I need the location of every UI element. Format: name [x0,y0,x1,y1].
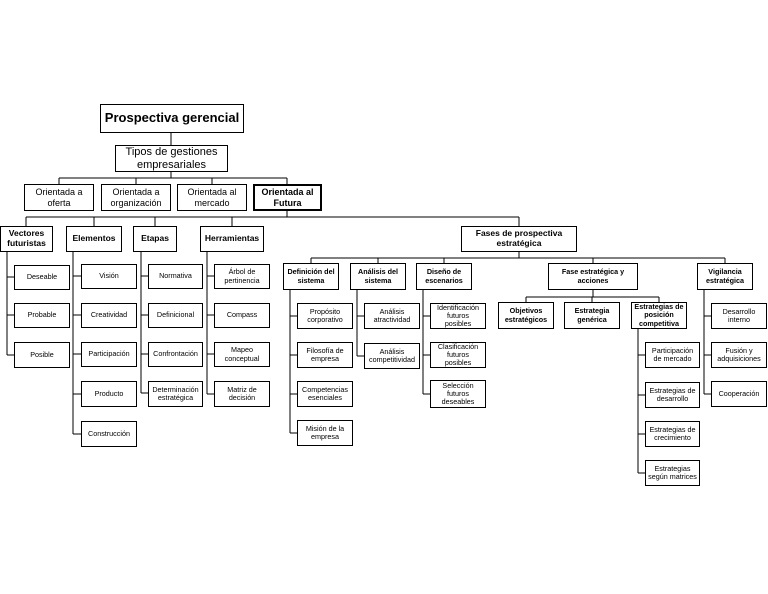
node-filosofia-empresa: Filosofía de empresa [297,342,353,368]
node-analisis-competitividad: Análisis competitividad [364,343,420,369]
node-identificacion-futuros: Identificación futuros posibles [430,303,486,329]
node-herramientas: Herramientas [200,226,264,252]
node-competencias-esenciales: Competencias esenciales [297,381,353,407]
node-estrategias-posicion: Estrategias de posición competitiva [631,302,687,329]
node-estrategias-crecimiento: Estrategias de crecimiento [645,421,700,447]
node-matriz-decision: Matriz de decisión [214,381,270,407]
node-orientada-organizacion: Orientada a organización [101,184,171,211]
node-fusion-adquisiciones: Fusión y adquisiciones [711,342,767,368]
node-mision-empresa: Misión de la empresa [297,420,353,446]
node-objetivos-estrategicos: Objetivos estratégicos [498,302,554,329]
node-desarrollo-interno: Desarrollo interno [711,303,767,329]
node-posible: Posible [14,342,70,368]
node-diseno-escenarios: Diseño de escenarios [416,263,472,290]
node-analisis-atractividad: Análisis atractividad [364,303,420,329]
node-vigilancia-estrategica: Vigilancia estratégica [697,263,753,290]
node-sub-root: Tipos de gestiones empresariales [115,145,228,172]
node-deseable: Deseable [14,265,70,290]
node-participacion: Participación [81,342,137,367]
node-compass: Compass [214,303,270,328]
node-definicional: Definicional [148,303,203,328]
node-vectores-futuristas: Vectores futuristas [0,226,53,252]
node-seleccion-futuros: Selección futuros deseables [430,380,486,408]
node-orientada-mercado: Orientada al mercado [177,184,247,211]
node-confrontacion: Confrontación [148,342,203,367]
node-elementos: Elementos [66,226,122,252]
node-estrategias-matrices: Estrategias según matrices [645,460,700,486]
node-analisis-sistema: Análisis del sistema [350,263,406,290]
node-definicion-sistema: Definición del sistema [283,263,339,290]
node-construccion: Construcción [81,421,137,447]
node-producto: Producto [81,381,137,407]
node-mapeo-conceptual: Mapeo conceptual [214,342,270,367]
node-estrategias-desarrollo: Estrategias de desarrollo [645,382,700,408]
node-normativa: Normativa [148,264,203,289]
node-cooperacion: Cooperación [711,381,767,407]
node-root: Prospectiva gerencial [100,104,244,133]
node-arbol-pertinencia: Árbol de pertinencia [214,264,270,289]
node-orientada-futura: Orientada al Futura [253,184,322,211]
node-participacion-mercado: Participación de mercado [645,342,700,368]
node-proposito-corporativo: Propósito corporativo [297,303,353,329]
node-fases-prospectiva: Fases de prospectiva estratégica [461,226,577,252]
node-creatividad: Creatividad [81,303,137,328]
node-clasificacion-futuros: Clasificación futuros posibles [430,342,486,368]
node-determinacion-estrategica: Determinación estratégica [148,381,203,407]
node-fase-estrategica: Fase estratégica y acciones [548,263,638,290]
node-probable: Probable [14,303,70,328]
node-etapas: Etapas [133,226,177,252]
node-vision: Visión [81,264,137,289]
node-orientada-oferta: Orientada a oferta [24,184,94,211]
node-estrategia-generica: Estrategia genérica [564,302,620,329]
